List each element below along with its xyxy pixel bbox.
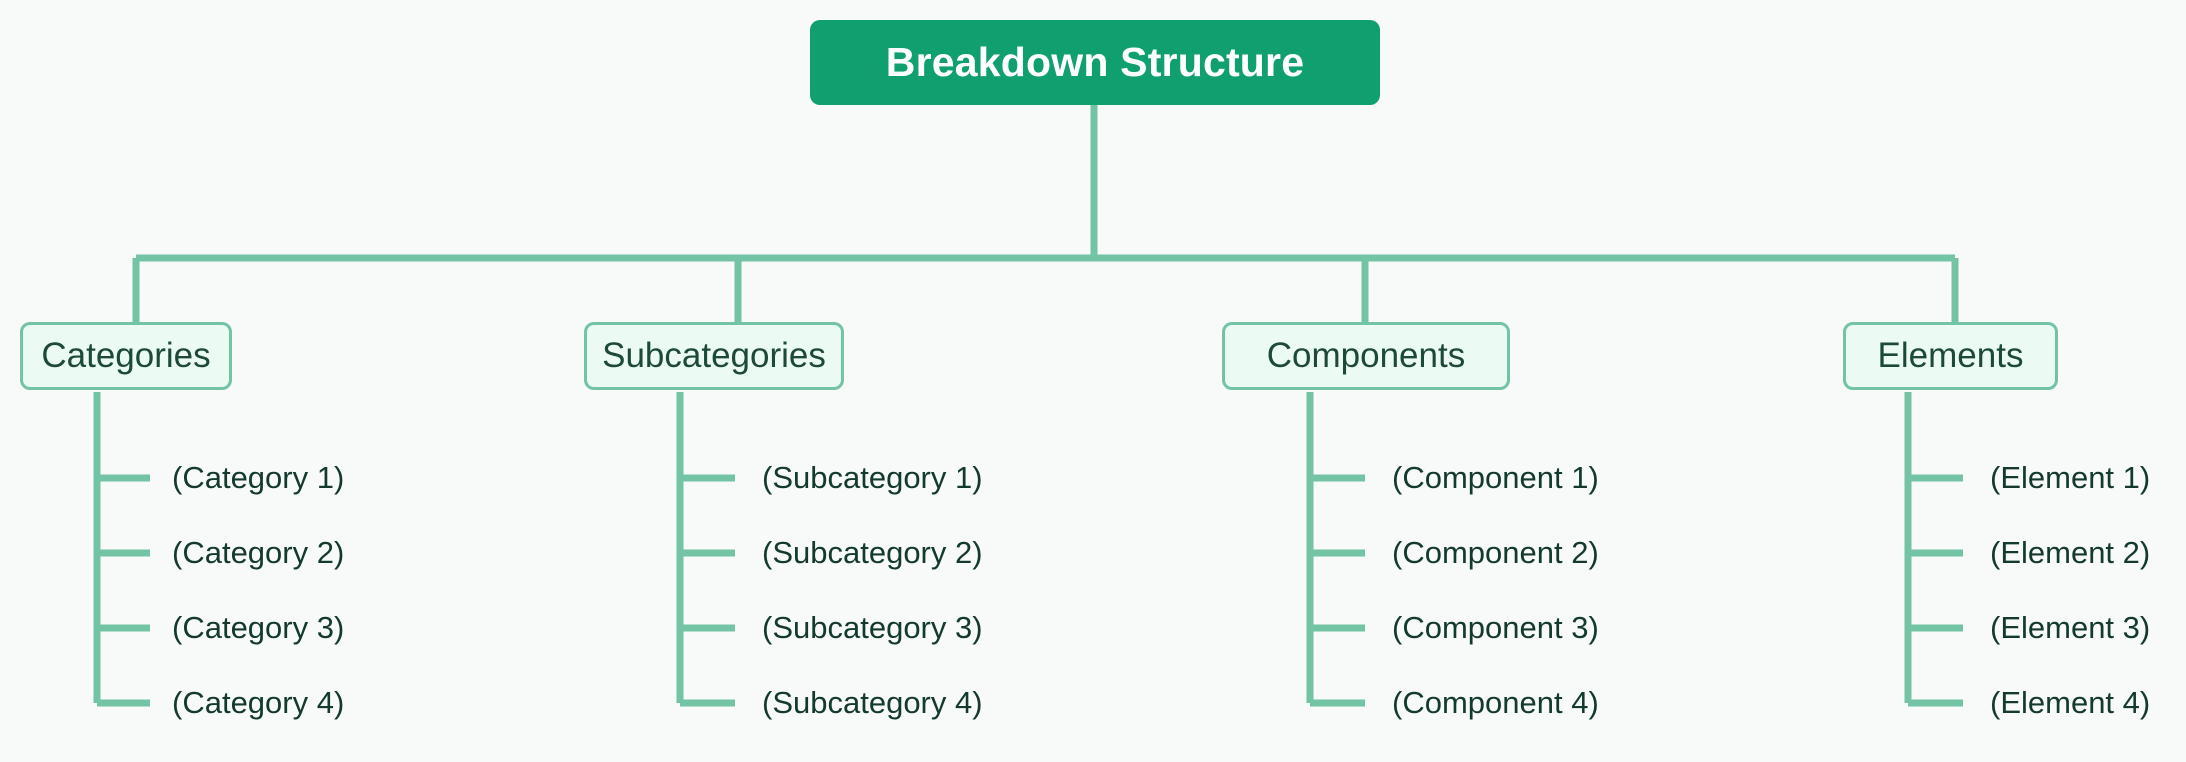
branch-node-components[interactable]: Components: [1222, 322, 1510, 390]
leaf-label[interactable]: (Category 4): [172, 685, 345, 720]
leaf-label[interactable]: (Element 2): [1990, 535, 2151, 570]
leaf-label[interactable]: (Component 3): [1392, 610, 1599, 645]
leaf-label[interactable]: (Element 4): [1990, 685, 2151, 720]
branch-node-categories[interactable]: Categories: [20, 322, 232, 390]
branch-node-label: Categories: [41, 336, 211, 375]
branch-node-label: Components: [1266, 336, 1466, 375]
leaf-label[interactable]: (Component 1): [1392, 460, 1599, 495]
leaf-label[interactable]: (Category 3): [172, 610, 345, 645]
leaf-label[interactable]: (Subcategory 3): [762, 610, 983, 645]
branch-node-elements[interactable]: Elements: [1843, 322, 2058, 390]
leaf-label[interactable]: (Subcategory 4): [762, 685, 983, 720]
leaf-label[interactable]: (Element 3): [1990, 610, 2151, 645]
leaf-label[interactable]: (Subcategory 2): [762, 535, 983, 570]
leaf-label[interactable]: (Category 1): [172, 460, 345, 495]
root-node[interactable]: Breakdown Structure: [810, 20, 1380, 105]
branch-node-label: Subcategories: [602, 336, 826, 375]
branch-node-label: Elements: [1877, 336, 2024, 375]
leaf-label[interactable]: (Subcategory 1): [762, 460, 983, 495]
root-node-label: Breakdown Structure: [885, 39, 1305, 85]
branch-node-subcategories[interactable]: Subcategories: [584, 322, 844, 390]
leaf-label[interactable]: (Category 2): [172, 535, 345, 570]
leaf-label[interactable]: (Element 1): [1990, 460, 2151, 495]
leaf-label[interactable]: (Component 4): [1392, 685, 1599, 720]
leaf-label[interactable]: (Component 2): [1392, 535, 1599, 570]
